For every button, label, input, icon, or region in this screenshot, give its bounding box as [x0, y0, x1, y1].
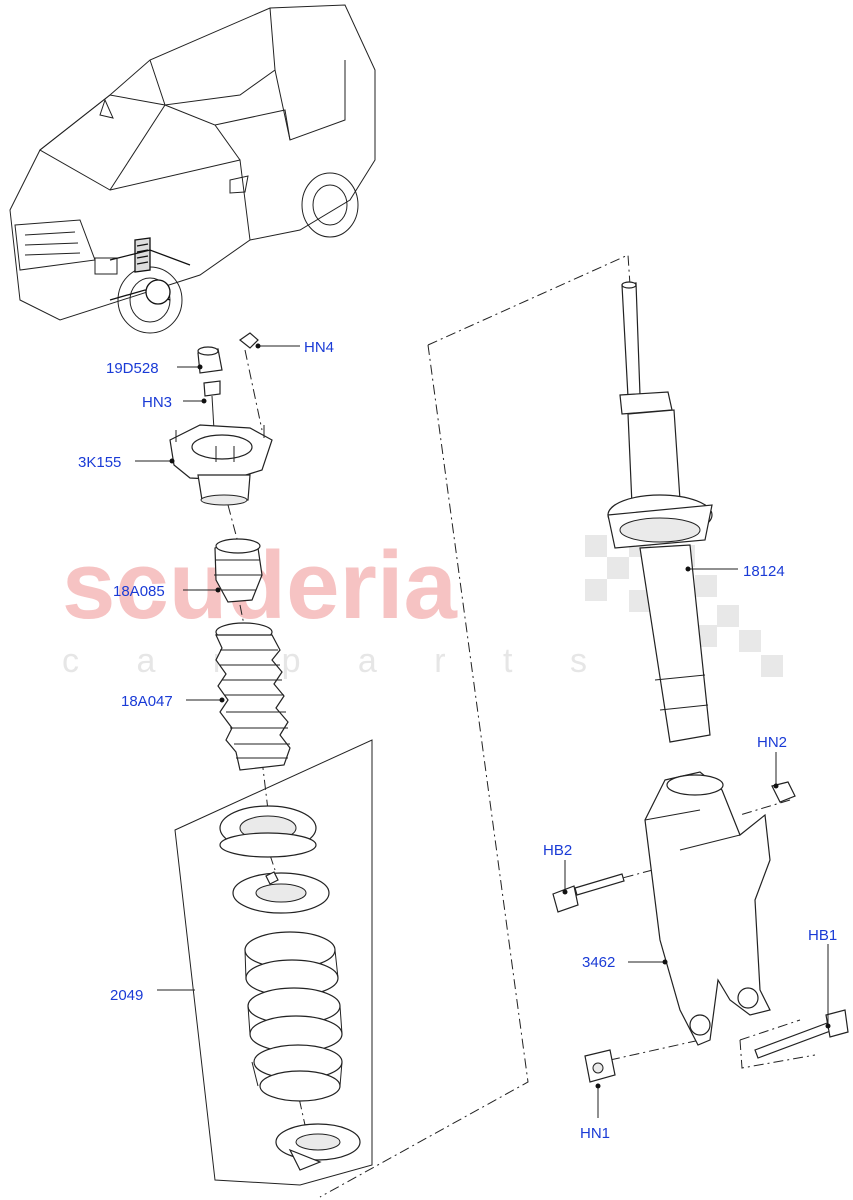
part-labels: 19D528 HN4 HN3 3K155 18A085 18A047 2049 …: [78, 339, 837, 1142]
bump-cap: [197, 346, 223, 374]
label-18124[interactable]: 18124: [743, 563, 785, 580]
leader-lines: [135, 343, 831, 1118]
watermark-tagline: c a r p a r t s: [62, 642, 611, 680]
spring-isolator: [232, 871, 330, 914]
nut-hn1: [584, 1049, 616, 1083]
top-mount: [169, 424, 273, 506]
label-hb2[interactable]: HB2: [543, 842, 572, 859]
bump-stop: [214, 538, 263, 603]
label-19d528[interactable]: 19D528: [106, 360, 159, 377]
lower-spring-seat: [275, 1123, 361, 1171]
label-3462[interactable]: 3462: [582, 954, 615, 971]
assembly-lines: [227, 254, 816, 1198]
label-hn4[interactable]: HN4: [304, 339, 334, 356]
watermark: scuderia c a r p a r t s: [62, 532, 783, 680]
bolt-hb1: [754, 1009, 849, 1059]
watermark-brand: scuderia: [62, 532, 457, 639]
label-3k155[interactable]: 3K155: [78, 454, 121, 471]
spring-kit-bracket: [174, 739, 373, 1186]
label-hn3[interactable]: HN3: [142, 394, 172, 411]
vehicle-thumbnail: [9, 4, 376, 334]
label-18a047[interactable]: 18A047: [121, 693, 173, 710]
label-2049[interactable]: 2049: [110, 987, 143, 1004]
label-18a085[interactable]: 18A085: [113, 583, 165, 600]
knuckle: [644, 771, 771, 1046]
nut-hn3: [203, 380, 221, 431]
bolt-hb2: [552, 873, 625, 913]
label-hn1[interactable]: HN1: [580, 1125, 610, 1142]
dust-boot: [215, 622, 291, 771]
shock-absorber: [607, 281, 713, 743]
label-hn2[interactable]: HN2: [757, 734, 787, 751]
coil-spring: [244, 931, 343, 1102]
upper-spring-seat: [219, 805, 317, 858]
nut-hn4: [238, 332, 259, 349]
label-hb1[interactable]: HB1: [808, 927, 837, 944]
